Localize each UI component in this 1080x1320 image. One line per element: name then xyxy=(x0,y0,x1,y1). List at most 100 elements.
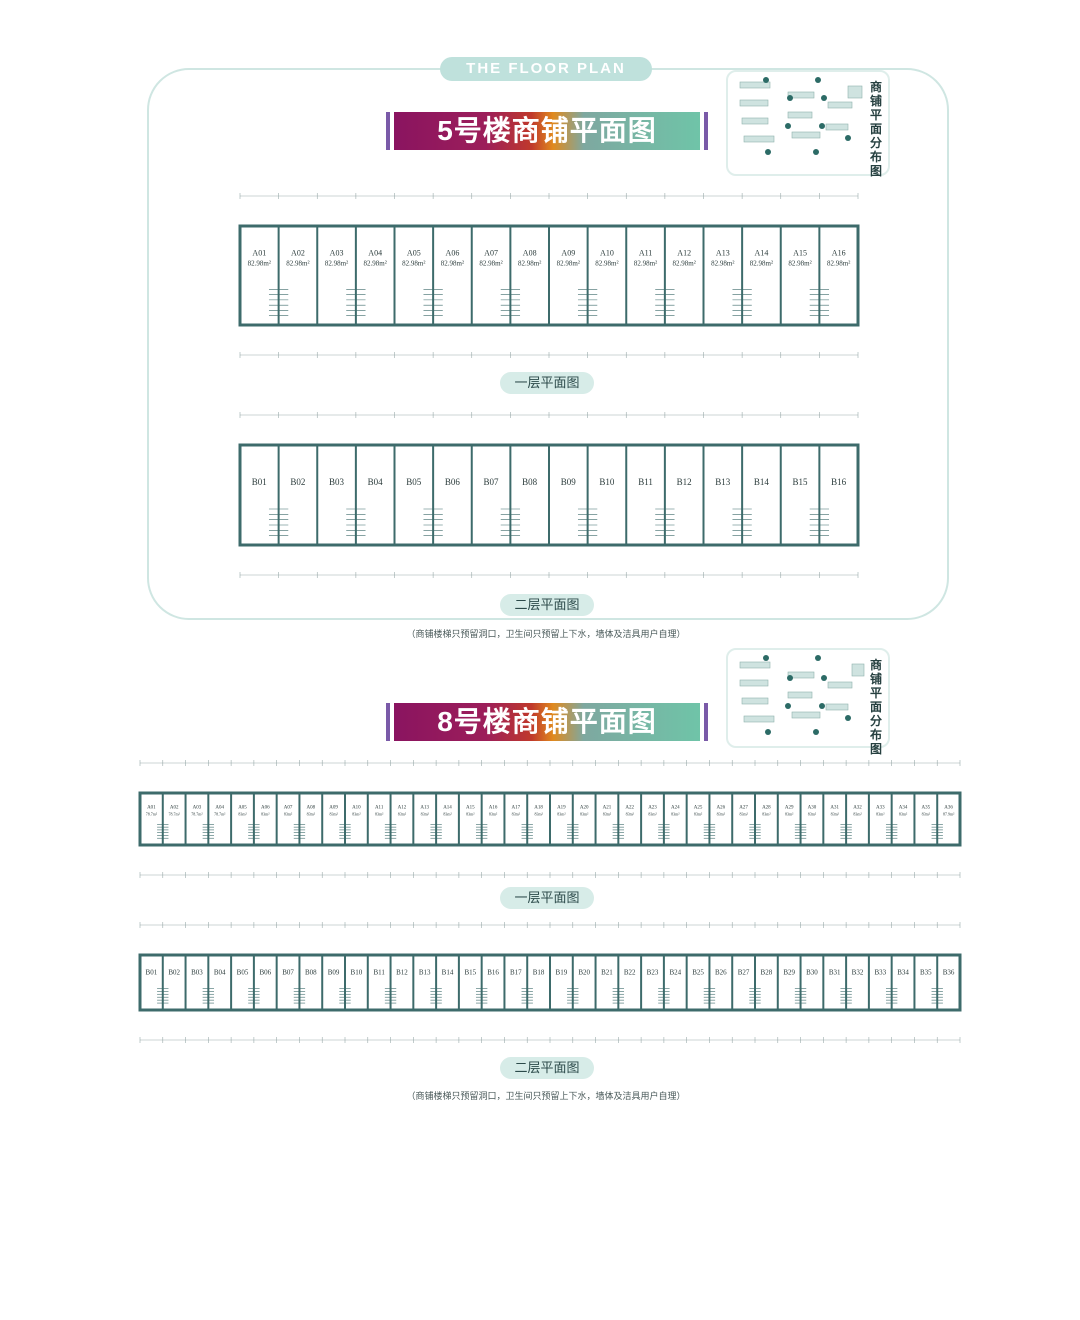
b8f2-unit-label: B32 xyxy=(852,968,864,976)
b5f1-unit-label: A04 xyxy=(368,249,382,258)
b5f2-unit-label: B05 xyxy=(406,477,422,487)
b8f2-unit-label: B04 xyxy=(214,968,226,976)
b5f1-unit-area: 82.98m² xyxy=(479,260,502,268)
b8f2-unit-label: B11 xyxy=(373,968,385,976)
b8f1-unit-area: 83m² xyxy=(580,812,589,817)
banner-bar-left xyxy=(386,703,390,741)
b5f1-unit-area: 82.98m² xyxy=(248,260,271,268)
b8f1-unit-label: A33 xyxy=(876,806,885,811)
building8-title: 8号楼商铺平面图 xyxy=(394,703,700,741)
b8f2-unit-label: B27 xyxy=(738,968,750,976)
b8f1-unit-label: A15 xyxy=(466,806,475,811)
b8f1-unit-label: A32 xyxy=(853,806,862,811)
b8f1-unit-label: A01 xyxy=(147,806,156,811)
b5f2-unit-label: B15 xyxy=(793,477,809,487)
b5f1-unit-area: 82.98m² xyxy=(325,260,348,268)
floor-plan-pill: THE FLOOR PLAN xyxy=(440,57,652,81)
b8f2-unit-label: B10 xyxy=(351,968,363,976)
b5f1-unit-area: 82.98m² xyxy=(557,260,580,268)
b8f1-unit-label: A02 xyxy=(170,806,179,811)
b8f2-unit-label: B28 xyxy=(761,968,773,976)
b5f2-unit-label: B12 xyxy=(677,477,692,487)
b8f2-unit-label: B17 xyxy=(510,968,522,976)
banner-bar-left xyxy=(386,112,390,150)
b8f1-unit-area: 83m² xyxy=(238,812,247,817)
b8f2-unit-label: B31 xyxy=(829,968,841,976)
b5f1-unit-label: A05 xyxy=(407,249,421,258)
b8f1-unit-area: 83m² xyxy=(876,812,885,817)
b8f1-unit-label: A05 xyxy=(238,806,247,811)
b8f1-unit-label: A09 xyxy=(329,806,338,811)
b8f2-unit-label: B22 xyxy=(624,968,636,976)
building5-map-label: 商铺平面分布图 xyxy=(869,80,882,178)
b5f2-unit-label: B16 xyxy=(831,477,847,487)
building5-site-map: 商铺平面分布图 xyxy=(726,70,890,178)
b5f1-unit-label: A11 xyxy=(639,249,652,258)
building5-note: （商铺楼梯只预留洞口，卫生间只预留上下水，墙体及洁具用户自理） xyxy=(406,629,686,639)
b5f2-unit-label: B02 xyxy=(290,477,305,487)
b5f2-unit-label: B09 xyxy=(561,477,577,487)
b8f1-unit-label: A18 xyxy=(534,806,543,811)
b8f1-unit-area: 83m² xyxy=(808,812,817,817)
b8f1-unit-label: A04 xyxy=(215,806,224,811)
b8f1-unit-area: 83m² xyxy=(512,812,521,817)
b8f2-unit-label: B29 xyxy=(783,968,795,976)
b8f1-unit-area: 78.7m² xyxy=(191,812,203,817)
b8f1-unit-area: 83m² xyxy=(466,812,475,817)
b8f1-unit-area: 83m² xyxy=(922,812,931,817)
b5f1-unit-label: A10 xyxy=(600,249,614,258)
b5f1-unit-label: A06 xyxy=(446,249,460,258)
b8f1-unit-label: A36 xyxy=(944,806,953,811)
b8f1-unit-area: 83m² xyxy=(443,812,452,817)
building5-floor2-label: 二层平面图 xyxy=(500,594,594,616)
b5f1-unit-area: 82.98m² xyxy=(750,260,773,268)
building5-title-banner: 5号楼商铺平面图 xyxy=(386,112,708,150)
b8f2-unit-label: B14 xyxy=(442,968,454,976)
b5f1-unit-area: 82.98m² xyxy=(364,260,387,268)
b8f1-unit-label: A17 xyxy=(512,806,521,811)
banner-bar-right xyxy=(704,112,708,150)
b8f2-unit-label: B07 xyxy=(282,968,294,976)
b8f1-unit-area: 83m² xyxy=(307,812,316,817)
b5f2-unit-label: B04 xyxy=(368,477,384,487)
b8f1-unit-label: A25 xyxy=(694,806,703,811)
b8f1-unit-label: A19 xyxy=(557,806,566,811)
b5f1-unit-label: A02 xyxy=(291,249,305,258)
b8f1-unit-area: 83m² xyxy=(785,812,794,817)
b5f2-unit-label: B01 xyxy=(252,477,267,487)
b5f1-unit-area: 82.98m² xyxy=(673,260,696,268)
b8f2-unit-label: B24 xyxy=(669,968,681,976)
b5f1-unit-area: 82.98m² xyxy=(711,260,734,268)
b8f2-unit-label: B20 xyxy=(578,968,590,976)
building8-note: （商铺楼梯只预留洞口，卫生间只预留上下水，墙体及洁具用户自理） xyxy=(406,1091,686,1101)
b5f2-unit-label: B10 xyxy=(599,477,615,487)
b8f1-unit-label: A10 xyxy=(352,806,361,811)
b5f2-unit-label: B11 xyxy=(638,477,653,487)
b8f1-unit-label: A13 xyxy=(420,806,429,811)
site-map-icon xyxy=(739,655,865,735)
b8f1-unit-label: A31 xyxy=(830,806,839,811)
b8f1-unit-area: 78.7m² xyxy=(214,812,226,817)
b8f1-unit-area: 78.7m² xyxy=(146,812,158,817)
b8f1-unit-area: 83m² xyxy=(284,812,293,817)
b5f1-unit-area: 82.98m² xyxy=(286,260,309,268)
b8f1-unit-label: A35 xyxy=(922,806,931,811)
b8f1-unit-area: 83m² xyxy=(329,812,338,817)
b8f2-unit-label: B18 xyxy=(533,968,545,976)
b8f1-unit-area: 83m² xyxy=(557,812,566,817)
b5f2-unit-label: B13 xyxy=(715,477,731,487)
b8f2-unit-label: B21 xyxy=(601,968,613,976)
b8f1-unit-area: 83m² xyxy=(261,812,270,817)
b8f1-unit-label: A26 xyxy=(717,806,726,811)
b5f1-unit-area: 82.98m² xyxy=(441,260,464,268)
b8f1-unit-area: 83m² xyxy=(375,812,384,817)
b8f1-unit-area: 83m² xyxy=(603,812,612,817)
b8f2-unit-label: B26 xyxy=(715,968,727,976)
building8-floor2-label: 二层平面图 xyxy=(500,1057,594,1079)
b5f1-unit-label: A09 xyxy=(561,249,575,258)
b8f1-unit-area: 87.9m² xyxy=(943,812,955,817)
b8f1-unit-area: 83m² xyxy=(853,812,862,817)
b8f2-unit-label: B16 xyxy=(487,968,499,976)
b8f1-unit-label: A30 xyxy=(808,806,817,811)
